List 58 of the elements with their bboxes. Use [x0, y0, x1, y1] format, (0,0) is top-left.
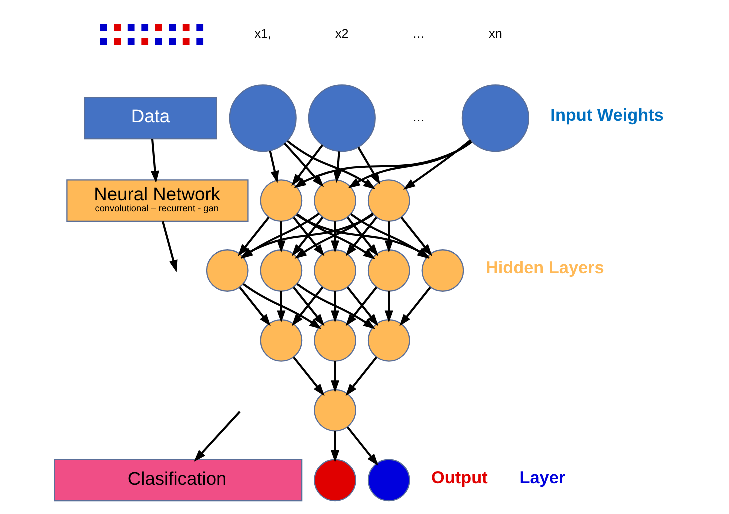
arrow	[331, 222, 340, 253]
arrow	[242, 283, 322, 330]
node-circle	[308, 84, 376, 152]
arrow	[358, 147, 380, 185]
arrow	[348, 140, 472, 189]
node-box: Data	[84, 97, 218, 140]
node-circle	[368, 319, 410, 362]
node-circle	[314, 180, 356, 222]
arrow	[277, 291, 286, 323]
label: Input Weights	[550, 105, 664, 126]
arrow	[334, 152, 342, 184]
label: Hidden Layers	[486, 258, 604, 278]
node-circle	[260, 319, 303, 362]
arrow	[346, 426, 379, 466]
node-box: Clasification	[54, 459, 303, 502]
label: …	[412, 26, 426, 41]
node-circle	[206, 250, 249, 292]
label: Layer	[520, 467, 566, 488]
node-circle	[462, 84, 530, 152]
arrow	[293, 356, 325, 396]
node-circle	[260, 180, 303, 222]
arrow	[331, 361, 340, 393]
arrow	[269, 150, 280, 184]
arrow	[331, 431, 340, 463]
arrow	[403, 140, 472, 190]
arrow	[292, 144, 324, 186]
arrow	[400, 286, 432, 326]
node-label: x1,	[254, 26, 272, 41]
node-label: x2	[336, 26, 349, 41]
arrow	[294, 141, 472, 188]
arrow	[331, 291, 340, 323]
arrow	[238, 217, 270, 256]
label: Output	[432, 467, 488, 488]
arrow	[346, 356, 378, 396]
node-label: xn	[489, 26, 502, 41]
arrow	[194, 411, 241, 462]
node-circle	[229, 84, 297, 152]
arrow	[400, 217, 432, 256]
node-circle	[314, 319, 356, 362]
node-circle	[368, 250, 410, 292]
arrow	[162, 221, 178, 273]
node-circle	[314, 389, 356, 432]
arrow	[384, 291, 394, 323]
arrow	[384, 222, 394, 253]
node-circle	[368, 180, 410, 222]
node-box: Neural Network convolutional – recurrent - gan	[66, 180, 249, 222]
node-circle	[422, 250, 464, 292]
node-circle	[314, 250, 356, 292]
arrow	[286, 140, 376, 190]
arrow	[277, 222, 286, 253]
arrow	[239, 286, 271, 326]
arrow	[151, 139, 160, 184]
node-circle	[260, 250, 303, 292]
arrow	[296, 283, 376, 330]
arrow	[284, 142, 324, 188]
node-circle	[314, 459, 356, 502]
node-circle	[368, 459, 410, 502]
label: …	[412, 110, 426, 125]
